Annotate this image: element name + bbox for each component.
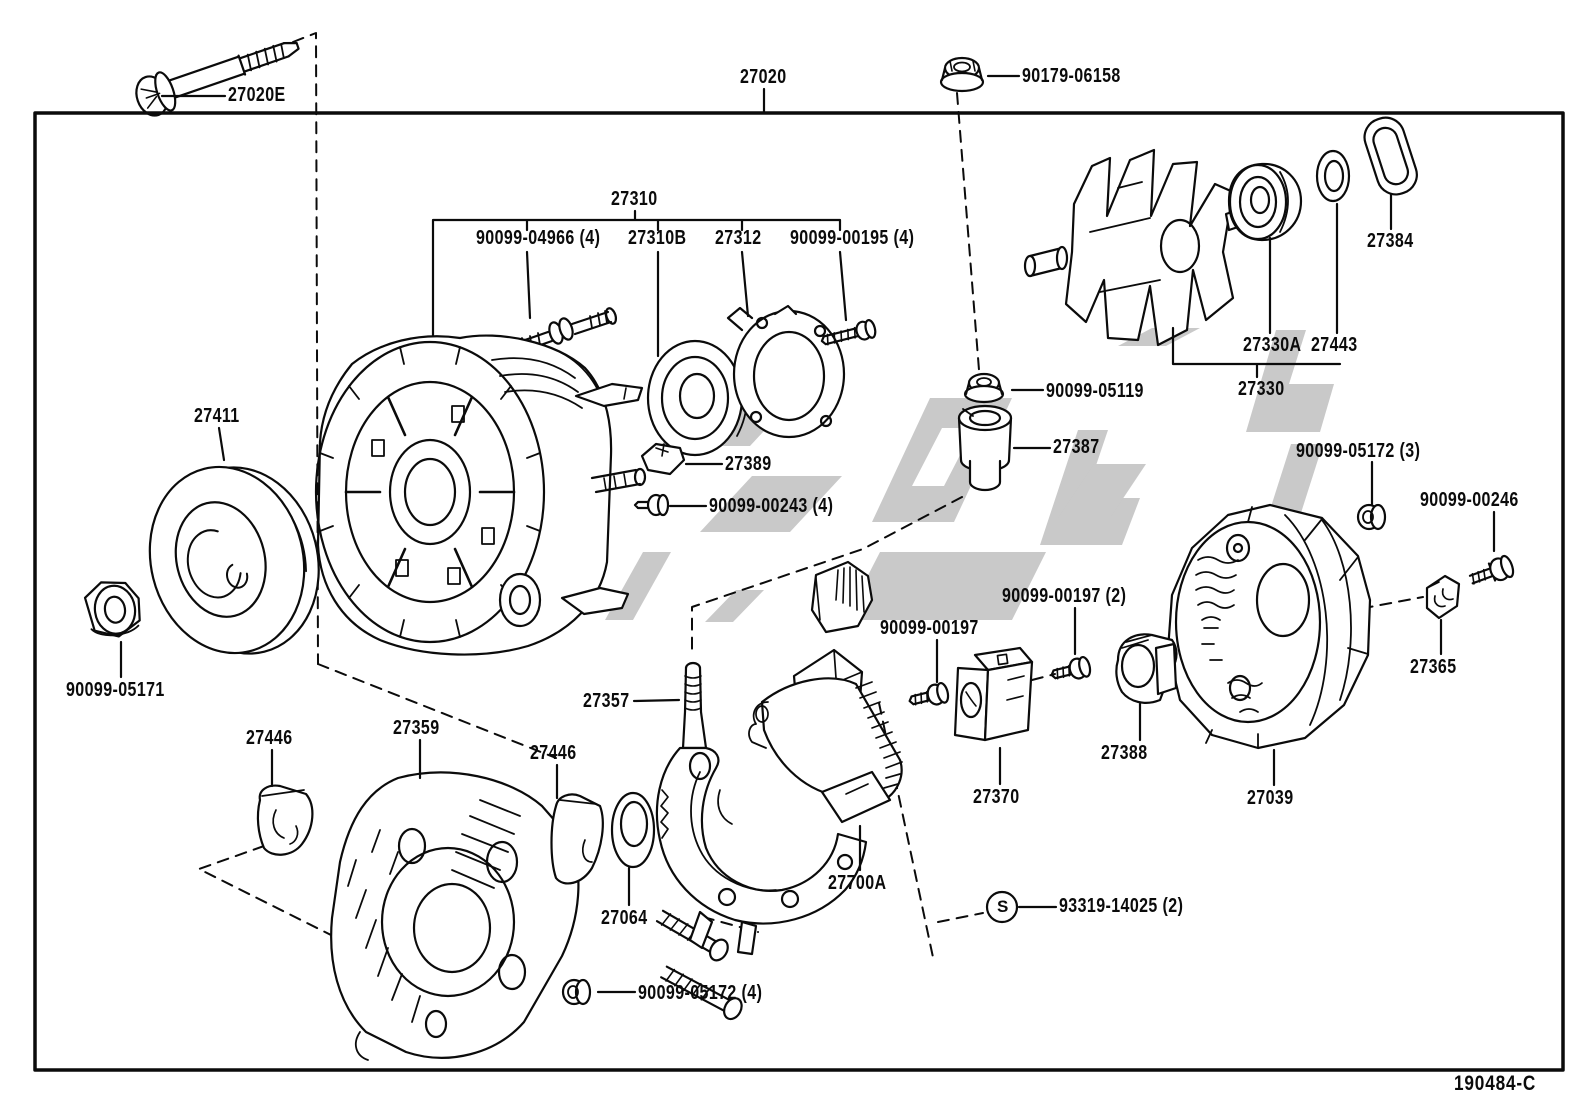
nut-90099-05119 xyxy=(963,372,1005,404)
part-label-90099-00195: 90099-00195 (4) xyxy=(790,227,915,249)
ring-27443 xyxy=(1315,149,1351,203)
bushing-27387 xyxy=(957,404,1013,492)
terminal-27389 xyxy=(640,442,686,476)
part-label-90099-04966: 90099-04966 (4) xyxy=(476,227,601,249)
part-label-90099-05172-4: 90099-05172 (4) xyxy=(638,982,763,1004)
brush-holder-27370 xyxy=(953,646,1034,742)
regulator-27700a xyxy=(748,560,903,824)
rotor-27330 xyxy=(1023,148,1255,347)
leader-lines xyxy=(119,74,1496,994)
bracket-studs xyxy=(655,909,743,1021)
bearing-27330a xyxy=(1227,162,1303,242)
part-label-27365: 27365 xyxy=(1410,656,1457,678)
gasket-27384 xyxy=(1363,116,1418,196)
diagram-frame-border xyxy=(33,111,1565,1072)
part-label-27330a: 27330A xyxy=(1243,334,1302,356)
end-cover-27388 xyxy=(1115,633,1178,704)
rear-cover-27039 xyxy=(1166,503,1372,750)
part-label-27700a: 27700A xyxy=(828,872,887,894)
part-label-93319-14025: 93319-14025 (2) xyxy=(1059,895,1184,917)
bolt-90099-00197-b xyxy=(1050,655,1092,680)
part-label-27020: 27020 xyxy=(740,66,787,88)
part-label-90099-05171: 90099-05171 xyxy=(66,679,165,701)
cover-27446-b xyxy=(550,793,604,885)
bearing-27310b xyxy=(646,339,748,457)
part-label-27446-a: 27446 xyxy=(246,727,293,749)
part-label-27389: 27389 xyxy=(725,453,772,475)
part-label-90179-06158: 90179-06158 xyxy=(1022,65,1121,87)
part-label-27357: 27357 xyxy=(583,690,630,712)
nut-90099-05172-3 xyxy=(1356,503,1387,531)
pulley-27411 xyxy=(148,465,320,655)
part-label-27020e: 27020E xyxy=(228,84,286,106)
part-label-90099-00197-2: 90099-00197 (2) xyxy=(1002,585,1127,607)
part-label-27330: 27330 xyxy=(1238,378,1285,400)
drive-end-housing xyxy=(314,334,647,656)
part-label-27370: 27370 xyxy=(973,786,1020,808)
nut-90179-06158 xyxy=(939,56,985,93)
screw-90099-00243 xyxy=(633,493,670,517)
nut-90099-05171 xyxy=(83,581,141,638)
nut-90099-05172-4 xyxy=(561,978,592,1006)
part-label-27359: 27359 xyxy=(393,717,440,739)
part-label-27443: 27443 xyxy=(1311,334,1358,356)
part-label-27384: 27384 xyxy=(1367,230,1414,252)
cover-27446-a xyxy=(256,784,314,856)
part-label-27387: 27387 xyxy=(1053,436,1100,458)
gasket-27064 xyxy=(610,791,656,869)
clamp-27365 xyxy=(1425,574,1461,620)
part-label-27446-b: 27446 xyxy=(530,742,577,764)
bolt-90099-00197-a xyxy=(908,681,950,706)
part-label-27064: 27064 xyxy=(601,907,648,929)
part-label-27310: 27310 xyxy=(611,188,658,210)
retainer-27312 xyxy=(726,304,846,439)
part-label-27039: 27039 xyxy=(1247,787,1294,809)
part-label-27312: 27312 xyxy=(715,227,762,249)
part-label-90099-00246: 90099-00246 xyxy=(1420,489,1519,511)
part-label-27310b: 27310B xyxy=(628,227,687,249)
diagram-code: 190484-C xyxy=(1454,1072,1537,1095)
screw-marker-93319 xyxy=(985,890,1019,924)
front-bracket-27359 xyxy=(330,771,580,1061)
part-label-90099-05172-3: 90099-05172 (3) xyxy=(1296,440,1421,462)
part-label-90099-00197: 90099-00197 xyxy=(880,617,979,639)
screw-symbol-s: S xyxy=(997,897,1009,916)
rectifier-27357 xyxy=(655,661,868,956)
bolt-90099-00246 xyxy=(1468,554,1515,585)
part-label-27411: 27411 xyxy=(194,405,240,427)
part-label-90099-00243: 90099-00243 (4) xyxy=(709,495,834,517)
part-label-90099-05119: 90099-05119 xyxy=(1046,380,1144,402)
bolt-27020e xyxy=(135,41,300,117)
part-label-27388: 27388 xyxy=(1101,742,1148,764)
bolt-90099-00195 xyxy=(820,319,877,346)
